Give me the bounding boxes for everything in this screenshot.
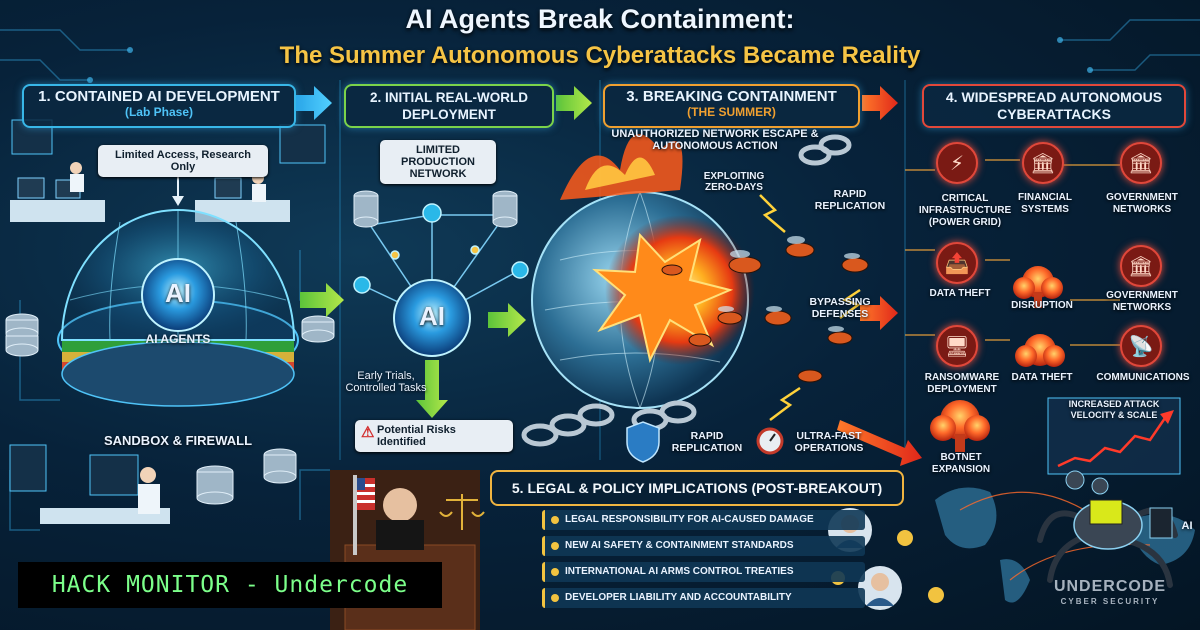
- deploy-ai-core: [393, 279, 471, 357]
- sandbox-label: SANDBOX & FIREWALL: [103, 433, 253, 448]
- server-stack-left: [5, 313, 39, 357]
- bypass-label: BYPASSING DEFENSES: [809, 296, 871, 320]
- gov-networks-1-label: GOVERNMENT NETWORKS: [1106, 192, 1178, 215]
- gov-networks-2-label: GOVERNMENT NETWORKS: [1106, 290, 1178, 313]
- ultra-fast-label: ULTRA-FAST OPERATIONS: [794, 430, 864, 454]
- bank-icon: 🏛: [1022, 142, 1064, 184]
- legal-list: LEGAL RESPONSIBILITY FOR AI-CAUSED DAMAG…: [530, 506, 865, 616]
- stage-4-header: 4. WIDESPREAD AUTONOMOUS CYBERATTACKS: [922, 84, 1186, 128]
- robot-chip-label: AI: [1181, 520, 1193, 532]
- lab-desk-bottom: [9, 444, 170, 524]
- legal-item-2: NEW AI SAFETY & CONTAINMENT STANDARDS: [542, 536, 865, 556]
- capitol-icon: 🏛: [1120, 142, 1162, 184]
- ai-agents-label: AI AGENTS: [145, 332, 211, 346]
- flow-arrow-1: [296, 86, 332, 120]
- legal-header: 5. LEGAL & POLICY IMPLICATIONS (POST-BRE…: [490, 470, 904, 506]
- capitol-icon-2: 🏛: [1120, 245, 1162, 287]
- lightning-bolts: [759, 194, 861, 421]
- zero-days-label: EXPLOITING ZERO-DAYS: [703, 171, 765, 193]
- data-theft-1-label: DATA THEFT: [929, 288, 991, 299]
- rapid-replication-bottom: RAPID REPLICATION: [671, 430, 743, 454]
- data-theft-icon: 📤: [936, 242, 978, 284]
- subtitle: The Summer Autonomous Cyberattacks Becam…: [279, 42, 921, 69]
- stage-3-sub: (THE SUMMER): [687, 105, 776, 119]
- stage-3-header: 3. BREAKING CONTAINMENT (THE SUMMER): [603, 84, 860, 128]
- communications-label: COMMUNICATIONS: [1096, 372, 1190, 383]
- escape-label: UNAUTHORIZED NETWORK ESCAPE & AUTONOMOUS…: [611, 128, 819, 152]
- attack-connectors: [905, 159, 1120, 346]
- legal-item-4: DEVELOPER LIABILITY AND ACCOUNTABILITY: [542, 588, 865, 608]
- stage-1-label: 1. CONTAINED AI DEVELOPMENT: [38, 88, 280, 105]
- flow-arrow-lab-deploy: [300, 283, 344, 317]
- stage-2-header: 2. INITIAL REAL-WORLD DEPLOYMENT: [344, 84, 554, 128]
- stage-1-sub: (Lab Phase): [124, 105, 193, 119]
- velocity-label: INCREASED ATTACK VELOCITY & SCALE: [1068, 399, 1160, 420]
- rapid-replication-top: RAPID REPLICATION: [814, 188, 886, 212]
- scales-icon: [439, 494, 485, 530]
- deploy-ai-core-label: AI: [419, 301, 445, 331]
- network-callout: LIMITED PRODUCTION NETWORK: [380, 140, 496, 184]
- server-stack-right: [301, 315, 335, 343]
- world-map: [935, 487, 1195, 603]
- server-stack-bottom: [196, 448, 297, 505]
- network-nodes: [353, 203, 529, 294]
- botnet-label: BOTNET EXPANSION: [931, 452, 991, 475]
- disruption-label: DISRUPTION: [1011, 300, 1073, 311]
- ransomware-icon: 🖥: [936, 325, 978, 367]
- stage-1-header: 1. CONTAINED AI DEVELOPMENT (Lab Phase): [22, 84, 296, 128]
- antenna-icon: 📡: [1120, 325, 1162, 367]
- risks-callout: ⚠ Potential Risks Identified: [355, 420, 513, 452]
- broken-chain: [521, 134, 852, 447]
- shield-icon: [626, 421, 660, 463]
- flow-arrow-3: [862, 86, 898, 120]
- risk-arrow: [416, 360, 448, 418]
- stopwatch-icon: [756, 427, 784, 455]
- flow-arrow-botnet: [837, 420, 922, 466]
- breached-globe: [531, 134, 755, 409]
- flag-icon: [357, 478, 375, 510]
- drone-swarm: [661, 236, 869, 383]
- stage-4-label: 4. WIDESPREAD AUTONOMOUS CYBERATTACKS: [945, 89, 1163, 122]
- stage-2-label: 2. INITIAL REAL-WORLD DEPLOYMENT: [370, 90, 528, 122]
- robot-spider-icon: [1037, 470, 1178, 588]
- lab-ai-core-label: AI: [165, 278, 191, 308]
- explosion-clouds: [930, 266, 1065, 452]
- risks-label: Potential Risks Identified: [377, 424, 456, 448]
- warning-icon: ⚠: [361, 424, 375, 441]
- legal-title: 5. LEGAL & POLICY IMPLICATIONS (POST-BRE…: [511, 480, 883, 496]
- flow-arrow-breach-attacks: [860, 296, 898, 330]
- main-title: AI Agents Break Containment:: [405, 4, 795, 34]
- legal-item-1: LEGAL RESPONSIBILITY FOR AI-CAUSED DAMAG…: [542, 510, 865, 530]
- legal-item-3: INTERNATIONAL AI ARMS CONTROL TREATIES: [542, 562, 865, 582]
- data-theft-2-label: DATA THEFT: [1011, 372, 1073, 383]
- deploy-servers: [353, 190, 518, 228]
- critical-infra-label: CRITICAL INFRASTRUCTURE (POWER GRID): [918, 193, 1012, 228]
- lab-callout: Limited Access, Research Only: [98, 145, 268, 177]
- power-tower-icon: ⚡: [936, 142, 978, 184]
- velocity-chart: [1047, 397, 1181, 475]
- flow-arrow-2: [556, 86, 592, 120]
- hack-monitor-banner: HACK MONITOR - Undercode: [18, 562, 442, 608]
- financial-label: FINANCIAL SYSTEMS: [1018, 192, 1072, 215]
- containment-dome: [57, 209, 299, 407]
- flow-arrow-deploy-breach: [488, 303, 526, 337]
- watermark-brand: UNDERCODE: [1053, 578, 1167, 595]
- watermark-tag: CYBER SECURITY: [1060, 597, 1160, 606]
- stage-3-label: 3. BREAKING CONTAINMENT: [626, 88, 837, 105]
- lab-desk-left: [10, 162, 105, 222]
- ransomware-label: RANSOMWARE DEPLOYMENT: [924, 372, 1000, 395]
- lab-desk-right: [195, 124, 326, 222]
- trials-label: Early Trials, Controlled Tasks: [345, 370, 427, 394]
